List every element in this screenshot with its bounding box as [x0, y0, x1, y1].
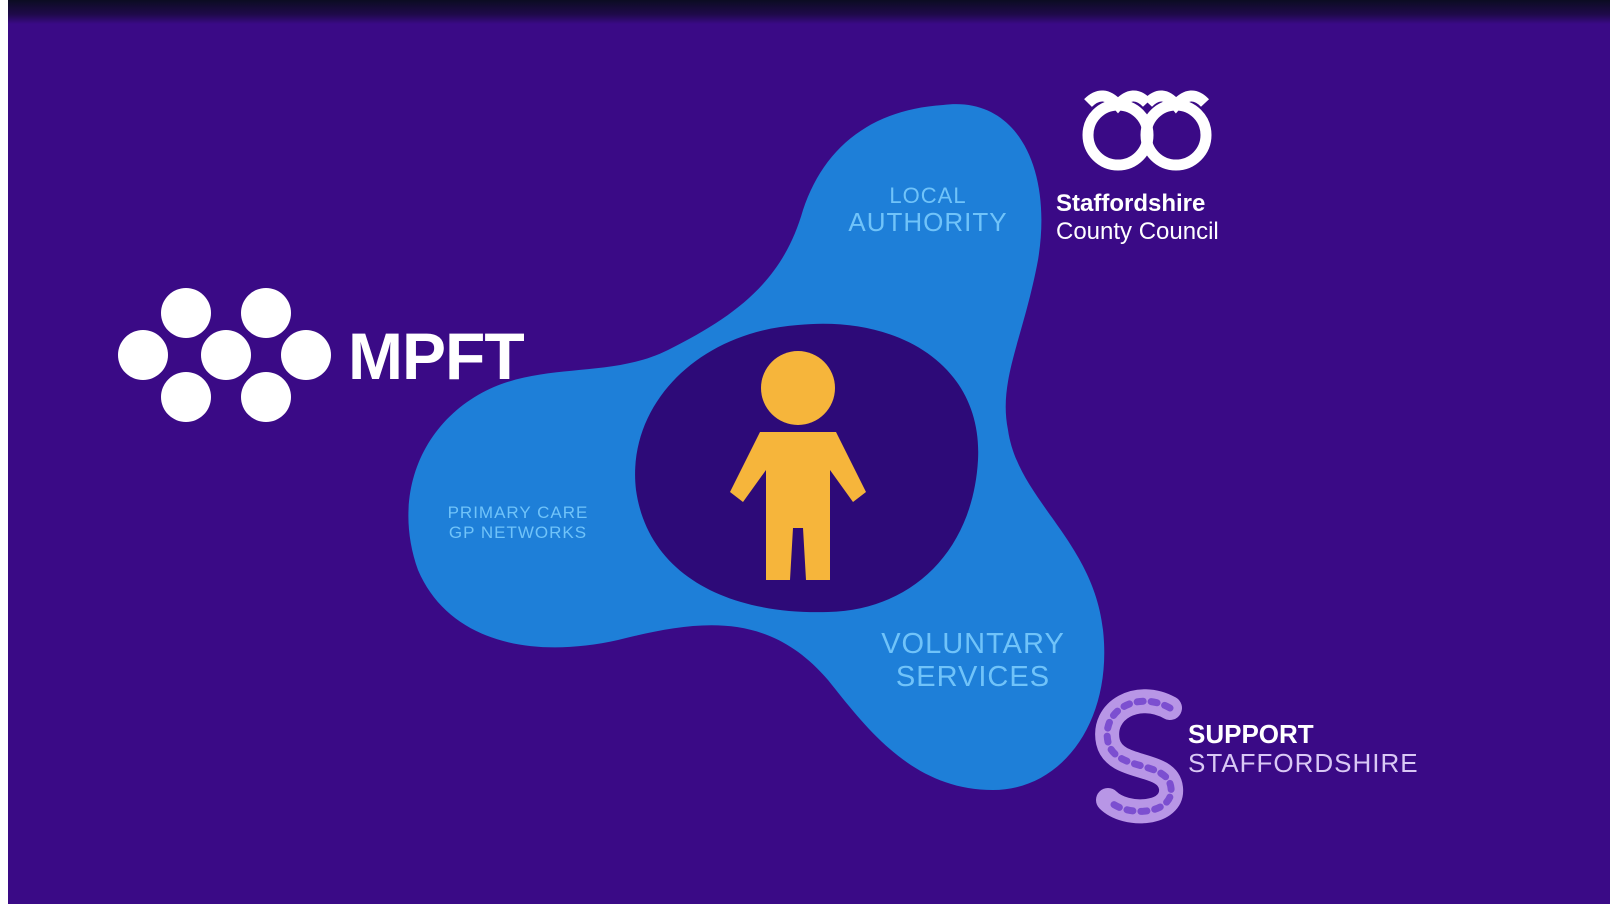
staffordshire-knot-icon	[1082, 90, 1212, 171]
lobe-bottom-line2: SERVICES	[895, 661, 1051, 694]
lobe-label-top: LOCAL AUTHORITY	[828, 183, 1028, 238]
mpft-logo-text: MPFT	[348, 319, 525, 393]
mpft-network-icon	[118, 288, 331, 422]
support-logo-text: SUPPORT STAFFORDSHIRE	[1188, 720, 1419, 777]
support-s-icon	[1095, 689, 1183, 824]
staffordshire-line2: County Council	[1056, 217, 1219, 245]
lobe-left-line2: GP NETWORKS	[448, 522, 588, 542]
lobe-label-bottom: VOLUNTARY SERVICES	[863, 628, 1083, 695]
top-bar	[8, 0, 1610, 24]
person-icon	[730, 351, 866, 580]
lobe-top-line2: AUTHORITY	[848, 207, 1008, 238]
lobe-top-line1: LOCAL	[889, 183, 967, 208]
staffordshire-logo-text: Staffordshire County Council	[1056, 190, 1219, 245]
lobe-label-left: PRIMARY CARE GP NETWORKS	[398, 503, 638, 542]
lobe-left-line1: PRIMARY CARE	[447, 503, 589, 522]
bottom-strip	[8, 904, 1610, 910]
diagram-canvas	[118, 90, 1212, 824]
diagram-frame: LOCAL AUTHORITY PRIMARY CARE GP NETWORKS…	[8, 0, 1610, 910]
support-line1: SUPPORT	[1188, 719, 1314, 749]
staffordshire-line1: Staffordshire	[1056, 190, 1206, 217]
lobe-bottom-line1: VOLUNTARY	[881, 628, 1065, 660]
support-line2: STAFFORDSHIRE	[1188, 747, 1419, 778]
